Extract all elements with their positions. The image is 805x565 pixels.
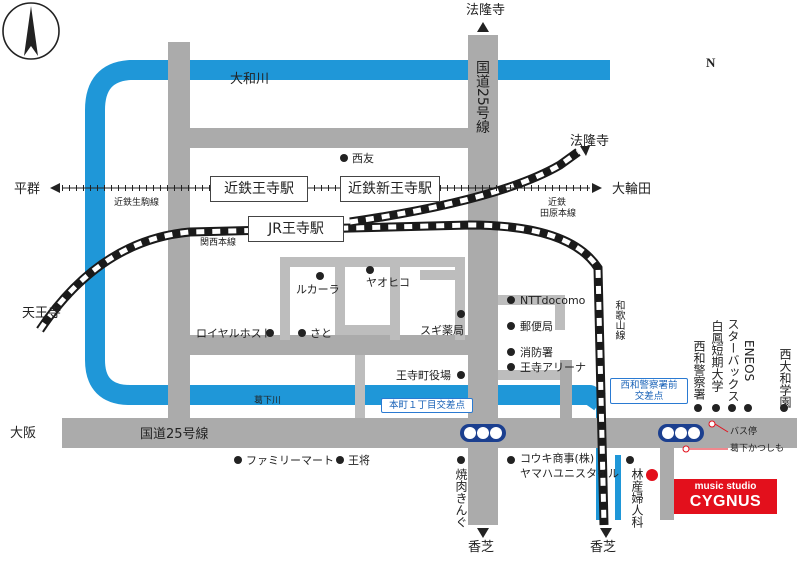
landmark-dot [457,310,465,318]
landmark-dot [694,404,702,412]
kansai-line-label: 関西本線 [200,238,237,248]
yamato-river [85,60,610,411]
landmark-dot [298,329,306,337]
landmark-dot [340,154,348,162]
right-vertical-road [560,360,572,420]
lucala-label: ルカーラ [296,283,340,296]
tawaramoto-line-label-1: 近鉄 [548,198,567,208]
jr-oji-station: JR王寺駅 [248,216,344,242]
landmark-dot [780,404,788,412]
landmark-dot [712,404,720,412]
south-vertical-road [660,448,674,520]
studio-label: music studio CYGNUS [674,479,777,514]
honmachi-callout: 本町１丁目交差点 [381,398,473,413]
kouki-label-2: ヤマハユニスタイル [520,467,619,480]
landmark-dot [626,456,634,464]
yaohiko-label: ヤオヒコ [366,276,410,289]
sato-label: さと [310,327,332,340]
studio-label-line1: music studio [694,481,757,492]
bottom-destination-1: 香芝 [468,540,495,555]
bus-stop-leader [682,420,729,453]
hakuho-label: 白鳳短期大学 [710,320,724,392]
police-crossing-callout-line2: 交差点 [634,391,664,402]
rinsan-label: 林産婦人科 [630,468,644,528]
landmark-dot [234,456,242,464]
osho-label: 王将 [348,454,370,467]
yamato-river-label: 大和川 [230,72,270,87]
arena-label: 王寺アリーナ [520,361,586,374]
police-label: 西和警察署 [692,340,706,400]
police-crossing-callout: 西和警察署前 交差点 [610,378,688,404]
royalhost-label: ロイヤルホスト [196,327,273,340]
landmark-dot [366,266,374,274]
tawaramoto-line-label-2: 田原本線 [540,209,577,219]
sugi-label: スギ薬局 [420,324,464,337]
landmark-dot [336,456,344,464]
compass-icon [2,2,60,60]
landmark-dot [507,363,515,371]
landmark-dot [457,456,465,464]
bottom-destination-2: 香芝 [590,540,617,555]
rail-west-destination: 平群 [14,182,41,197]
landmark-dot [507,456,515,464]
landmark-dot [744,404,752,412]
landmark-dot [507,322,515,330]
townhall-label: 王寺町役場 [396,369,451,382]
right-destination: 法隆寺 [570,134,610,149]
eneos-label: ENEOS [742,340,756,382]
kintetsu-oji-station: 近鉄王寺駅 [210,176,308,202]
landmark-dot [266,329,274,337]
landmark-dot [316,272,324,280]
top-destination: 法隆寺 [466,3,506,18]
landmark-dot [507,348,515,356]
small-roads [280,257,565,418]
compass-north-label: N [706,55,716,70]
nishiyamato-label: 西大和学園 [778,348,792,408]
familymart-label: ファミリーマート [246,454,334,467]
bus-stop-label: バス停 [730,427,758,437]
direction-arrows [50,22,612,538]
starbucks-label: スターバックス [726,318,740,402]
landmark-dot [728,404,736,412]
tennoji-destination: 天王寺 [22,306,62,321]
kuzushita-river-label: 葛下川 [254,396,282,406]
police-crossing-callout-line1: 西和警察署前 [620,380,678,391]
rail-east-destination: 大輪田 [612,182,652,197]
wakayama-line-label: 和歌山線 [613,300,624,340]
post-label: 郵便局 [520,320,553,333]
traffic-signal-icon [658,424,704,442]
ntt-label: NTTdocomo [520,294,586,307]
nishitomo-label: 西友 [352,152,374,165]
left-destination: 大阪 [10,426,37,441]
route25-vertical-label: 国道25号線 [474,60,490,134]
route25-vertical [468,35,498,525]
mid-horizontal-road [168,335,498,355]
kintetsu-shin-oji-station: 近鉄新王寺駅 [340,176,440,202]
fire-label: 消防署 [520,346,553,359]
kouki-label-1: コウキ商事(株) [520,452,595,465]
studio-location-marker [646,469,658,481]
ikoma-line-label: 近鉄生駒線 [114,198,160,208]
studio-label-line2: CYGNUS [689,493,762,510]
traffic-signal-icon [460,424,506,442]
bus-stop-name: 葛下かつしも [730,444,785,454]
landmark-dot [457,371,465,379]
landmark-dot [507,296,515,304]
route25-label: 国道25号線 [140,427,209,442]
yakiniku-label: 焼肉きんぐ [454,468,468,528]
upper-horizontal-road [168,128,498,148]
